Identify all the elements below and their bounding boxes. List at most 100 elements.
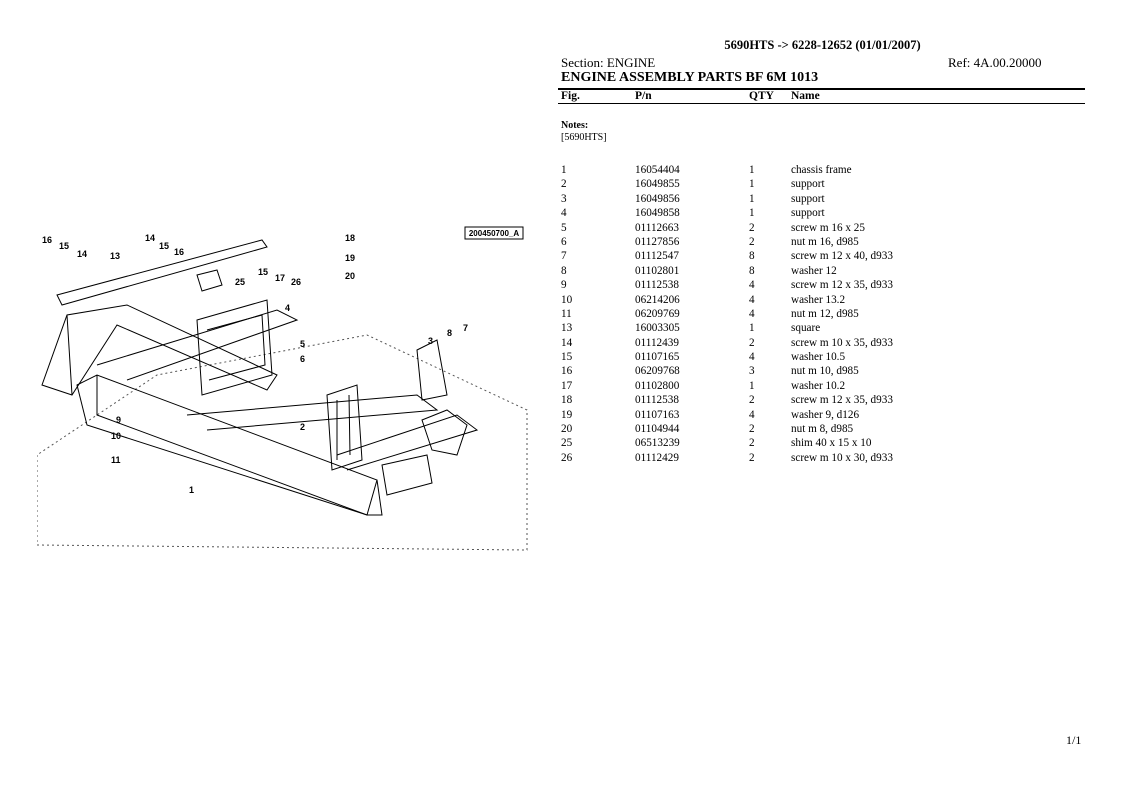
part-name-cell: screw m 12 x 40, d933: [791, 250, 893, 263]
part-qty-cell: 2: [749, 235, 755, 248]
callout-9: 9: [116, 415, 121, 425]
part-qty-cell: 4: [749, 307, 755, 320]
callout-14: 14: [77, 249, 87, 259]
part-name-cell: nut m 12, d985: [791, 307, 859, 320]
part-number-cell: 01112538: [635, 279, 679, 292]
part-qty-cell: 1: [749, 192, 755, 205]
part-qty-cell: 2: [749, 336, 755, 349]
part-number-cell: 01102800: [635, 379, 680, 392]
part-fig-cell: 1: [561, 164, 567, 176]
part-name-cell: support: [791, 192, 825, 205]
callout-4: 4: [285, 303, 290, 313]
part-name-cell: screw m 10 x 30, d933: [791, 451, 893, 464]
part-fig-cell: 13: [561, 322, 573, 335]
callout-25: 25: [235, 277, 245, 287]
part-fig-cell: 14: [561, 336, 573, 349]
part-fig-cell: 5: [561, 221, 567, 234]
part-qty-cell: 4: [749, 408, 755, 421]
part-number-cell: 06513239: [635, 437, 680, 450]
catalog-header: 5690HTS -> 6228-12652 (01/01/2007): [724, 38, 921, 52]
part-name-cell: washer 12: [791, 264, 837, 277]
callout-16: 16: [42, 235, 52, 245]
part-qty-cell: 2: [749, 437, 755, 450]
part-qty-cell: 4: [749, 293, 755, 306]
section-label: Section: ENGINE: [561, 55, 656, 70]
table-row: 7 01112547 8 screw m 12 x 40, d933: [561, 250, 1041, 264]
part-number-cell: 01112663: [635, 221, 679, 234]
part-fig-cell: 4: [561, 207, 567, 220]
part-number-cell: 16049858: [635, 207, 680, 220]
part-fig-cell: 10: [561, 293, 573, 306]
part-fig-cell: 9: [561, 279, 567, 292]
part-qty-cell: 4: [749, 279, 755, 292]
part-qty-cell: 8: [749, 250, 755, 263]
part-fig-cell: 20: [561, 423, 573, 436]
part-number-cell: 06209768: [635, 365, 680, 378]
callout-14b: 14: [145, 233, 155, 243]
part-name-cell: washer 10.2: [791, 379, 846, 392]
page-number: 1/1: [1066, 733, 1082, 747]
callout-15c: 15: [258, 267, 268, 277]
part-number-cell: 01112538: [635, 394, 679, 407]
column-header-name: Name: [791, 90, 820, 102]
part-fig-cell: 19: [561, 408, 573, 421]
part-qty-cell: 1: [749, 207, 755, 220]
part-fig-cell: 11: [561, 307, 572, 320]
part-fig-cell: 7: [561, 250, 567, 263]
callout-1: 1: [189, 485, 194, 495]
callout-5: 5: [300, 339, 305, 349]
part-number-cell: 01112547: [635, 250, 679, 263]
part-qty-cell: 2: [749, 451, 755, 464]
callout-7: 7: [463, 323, 468, 333]
callout-15b: 15: [159, 241, 169, 251]
callout-20: 20: [345, 271, 355, 281]
part-qty-cell: 8: [749, 264, 755, 277]
callout-18: 18: [345, 233, 355, 243]
part-name-cell: nut m 16, d985: [791, 235, 859, 248]
part-name-cell: washer 10.5: [791, 351, 846, 364]
part-name-cell: screw m 16 x 25: [791, 221, 865, 234]
part-qty-cell: 2: [749, 423, 755, 436]
callout-2: 2: [300, 422, 305, 432]
part-number-cell: 01107165: [635, 351, 680, 364]
part-name-cell: support: [791, 178, 825, 191]
part-number-cell: 01107163: [635, 408, 680, 421]
part-number-cell: 16054404: [635, 164, 680, 176]
part-qty-cell: 4: [749, 351, 755, 364]
part-name-cell: shim 40 x 15 x 10: [791, 437, 872, 450]
part-number-cell: 01104944: [635, 423, 680, 436]
exploded-parts-diagram: 200450700_A 16 15 14 13 14 15 16 25 15 1…: [37, 215, 529, 565]
part-name-cell: nut m 8, d985: [791, 423, 854, 436]
table-row: 20 01104944 2 nut m 8, d985: [561, 423, 1041, 437]
callout-15: 15: [59, 241, 69, 251]
part-number-cell: 01112439: [635, 336, 679, 349]
part-qty-cell: 1: [749, 178, 755, 191]
part-fig-cell: 16: [561, 365, 573, 378]
reference-code: Ref: 4A.00.20000: [948, 55, 1042, 70]
part-number-cell: 16003305: [635, 322, 680, 335]
notes-label: Notes:: [561, 120, 589, 131]
callout-3: 3: [428, 336, 433, 346]
column-header-fig: Fig.: [561, 90, 580, 102]
part-name-cell: square: [791, 322, 821, 335]
callout-10: 10: [111, 431, 121, 441]
callout-6: 6: [300, 354, 305, 364]
part-qty-cell: 1: [749, 379, 755, 392]
part-qty-cell: 1: [749, 164, 755, 176]
part-number-cell: 01102801: [635, 264, 680, 277]
part-qty-cell: 2: [749, 394, 755, 407]
part-qty-cell: 2: [749, 221, 755, 234]
part-fig-cell: 18: [561, 394, 573, 407]
